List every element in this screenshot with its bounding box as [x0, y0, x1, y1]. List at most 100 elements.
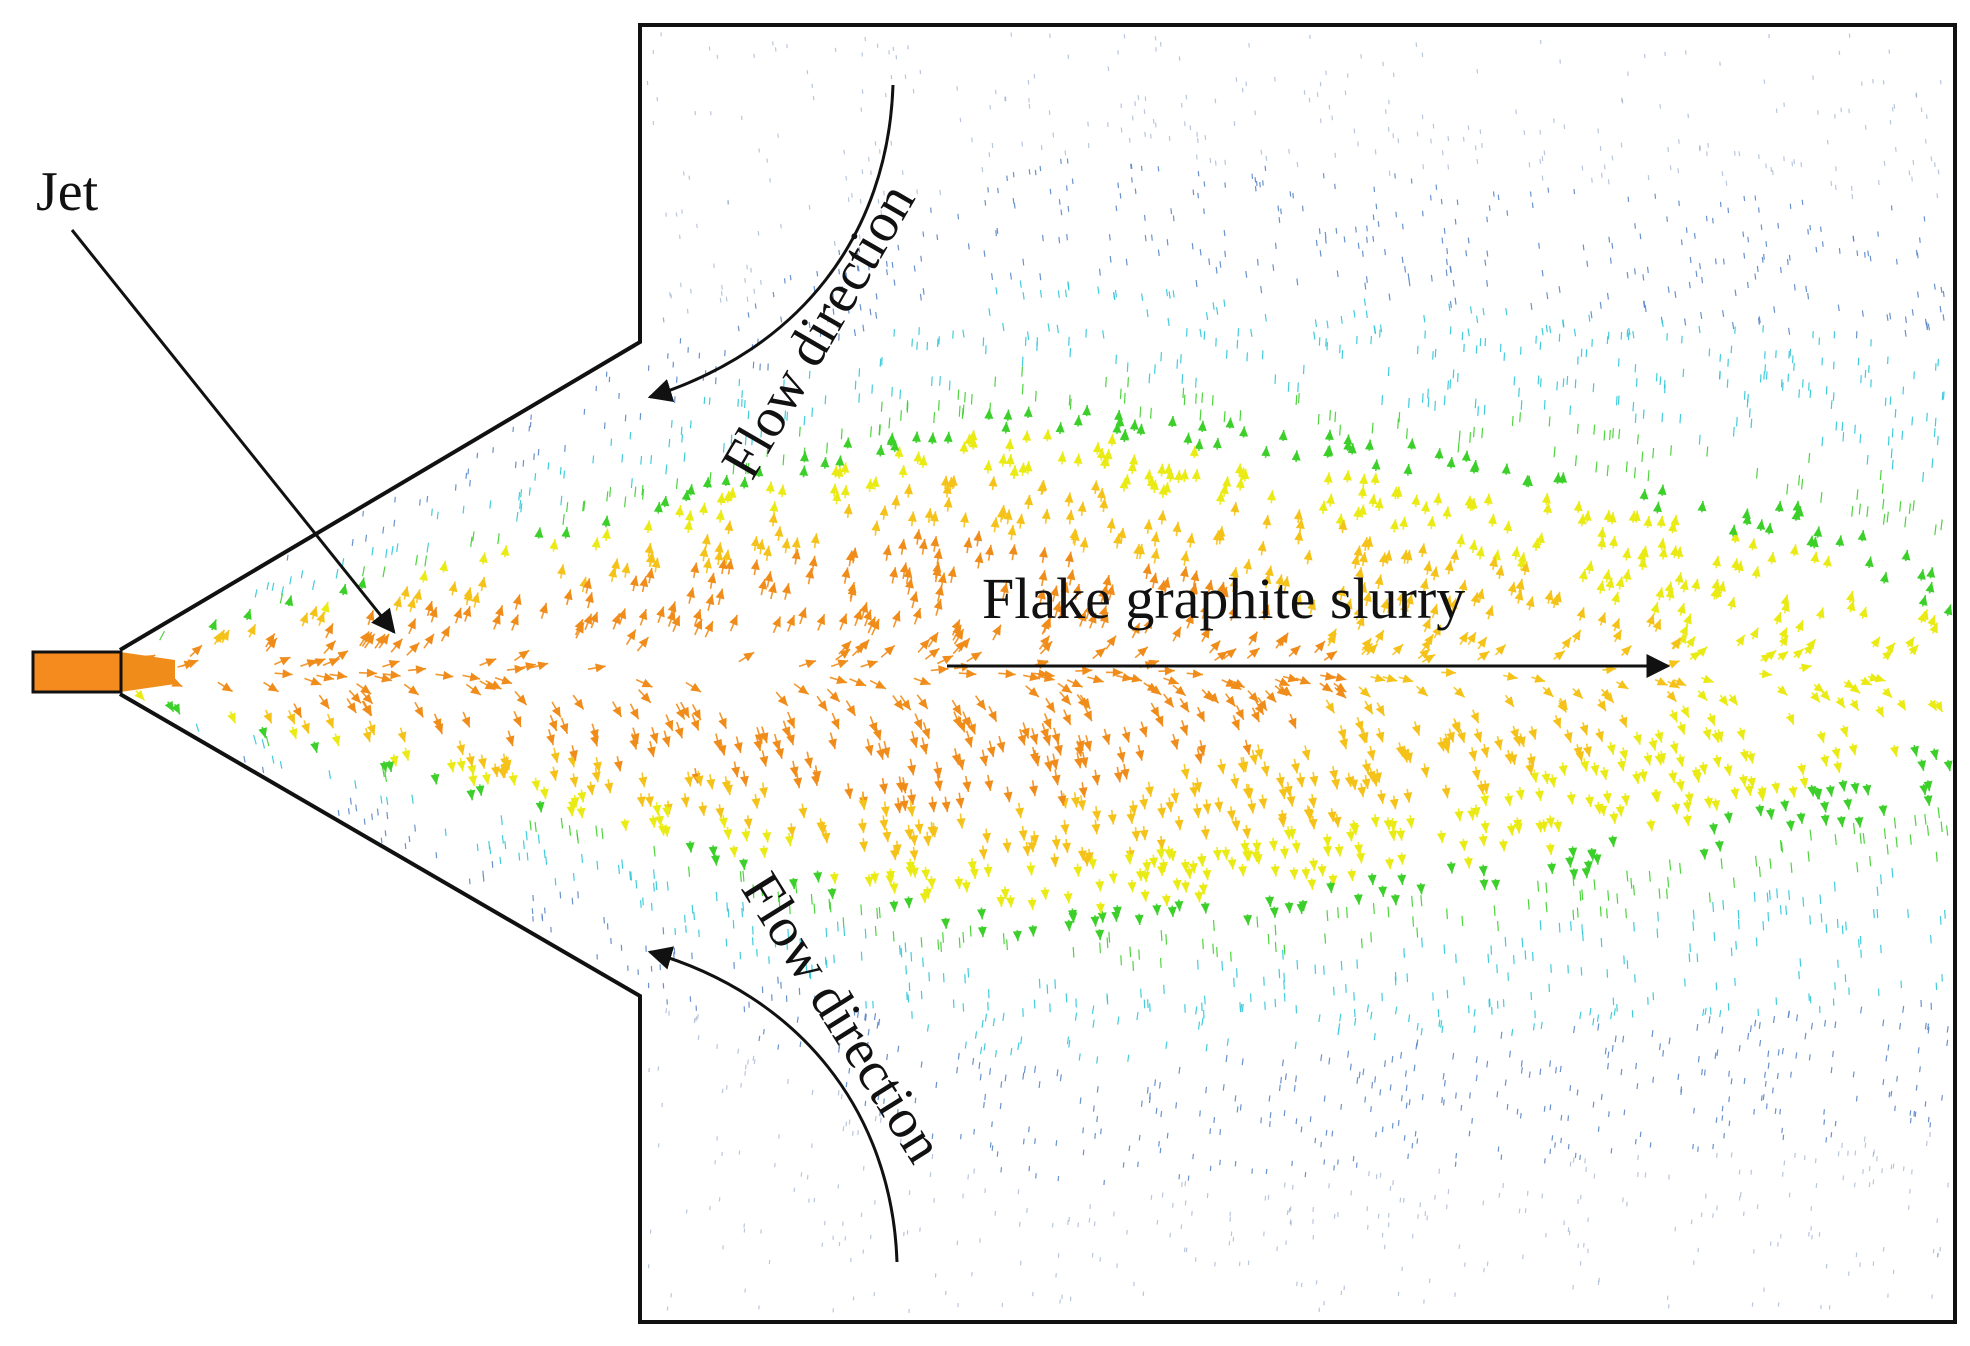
vector-line	[1370, 675, 1386, 682]
vector-line	[845, 175, 848, 181]
vector-line	[1523, 561, 1528, 576]
vector-line	[1147, 781, 1152, 797]
vector-line	[1172, 684, 1187, 697]
vector-line	[1320, 674, 1336, 679]
vector-line	[1239, 410, 1242, 422]
vector-line	[1209, 1128, 1212, 1135]
vector-line	[1649, 819, 1653, 832]
vector-line	[1330, 808, 1334, 822]
vector-line	[1451, 598, 1457, 613]
vector-line	[680, 426, 683, 435]
vector-line	[766, 446, 769, 457]
vector-line	[1370, 335, 1372, 345]
vector-line	[1719, 694, 1729, 707]
vector-line	[356, 683, 372, 695]
vector-line	[1062, 582, 1068, 599]
vector-line	[1743, 195, 1746, 202]
vector-line	[1786, 483, 1789, 495]
vector-line	[361, 631, 373, 647]
vector-line	[836, 921, 839, 932]
vector-line	[1553, 650, 1566, 660]
vector-line	[1541, 175, 1544, 181]
vector-line	[1549, 1148, 1552, 1155]
vector-line	[1399, 827, 1403, 841]
vector-line	[992, 1018, 995, 1027]
vector-line	[747, 410, 750, 420]
vector-line	[1140, 988, 1142, 998]
vector-line	[1807, 229, 1809, 235]
vector-line	[905, 567, 911, 585]
vector-line	[706, 477, 710, 489]
vector-line	[1708, 1016, 1711, 1024]
vector-line	[866, 738, 873, 756]
vector-line	[985, 828, 989, 844]
vector-line	[1096, 1086, 1099, 1093]
vector-line	[1913, 744, 1918, 757]
vector-line	[709, 472, 712, 483]
vector-line	[440, 625, 451, 642]
vector-line	[1405, 1102, 1408, 1109]
vector-line	[972, 1058, 975, 1065]
vector-line	[1633, 921, 1635, 932]
vector-line	[1447, 136, 1450, 141]
vector-line	[1216, 307, 1219, 315]
vector-line	[848, 550, 853, 567]
vector-line	[1097, 286, 1100, 294]
vector-line	[1389, 1185, 1392, 1191]
vector-line	[1549, 1060, 1552, 1067]
vector-line	[1864, 369, 1867, 378]
vector-line	[833, 483, 836, 497]
vector-line	[1894, 1105, 1896, 1112]
vector-line	[1506, 1103, 1509, 1110]
vector-line	[435, 718, 443, 735]
vector-line	[790, 823, 794, 837]
vector-line	[926, 1024, 930, 1032]
vector-line	[715, 891, 718, 902]
vector-line	[1698, 434, 1701, 445]
vector-line	[1667, 286, 1670, 293]
vector-line	[1370, 1106, 1372, 1113]
vector-line	[1241, 1003, 1244, 1013]
vector-line	[1224, 250, 1227, 258]
vector-line	[261, 766, 265, 774]
vector-line	[806, 751, 812, 769]
vector-line	[1914, 1111, 1917, 1118]
vector-line	[1783, 799, 1787, 812]
vector-line	[1818, 607, 1824, 620]
vector-line	[880, 209, 883, 215]
vector-line	[1013, 465, 1016, 479]
vector-line	[1109, 518, 1114, 534]
vector-line	[571, 745, 577, 761]
vector-line	[924, 647, 940, 660]
vector-line	[793, 683, 810, 696]
vector-line	[1467, 856, 1470, 869]
vector-line	[1320, 1054, 1323, 1062]
vector-line	[1223, 647, 1237, 660]
vector-line	[1138, 949, 1140, 960]
vector-line	[1923, 216, 1926, 222]
vector-line	[1274, 941, 1277, 952]
vector-line	[1116, 674, 1133, 681]
vector-line	[1734, 289, 1737, 297]
vector-line	[1088, 1217, 1091, 1223]
vector-line	[1016, 930, 1019, 942]
vector-arrowhead	[446, 761, 456, 773]
vector-line	[1068, 1040, 1071, 1048]
vector-line	[1656, 501, 1660, 514]
vector-line	[916, 189, 918, 195]
vector-line	[1588, 560, 1593, 574]
vector-line	[1272, 837, 1276, 852]
vector-line	[1925, 1140, 1928, 1147]
vector-line	[1528, 596, 1534, 611]
vector-line	[1573, 328, 1577, 337]
vector-line	[1765, 371, 1768, 380]
vector-line	[1361, 485, 1365, 499]
vector-line	[987, 460, 990, 474]
vector-line	[1205, 799, 1209, 814]
vector-line	[1239, 1003, 1243, 1013]
vector-line	[1118, 746, 1124, 763]
vector-line	[782, 454, 785, 466]
vector-line	[1265, 573, 1270, 589]
vector-line	[263, 681, 279, 693]
vector-line	[811, 407, 814, 417]
